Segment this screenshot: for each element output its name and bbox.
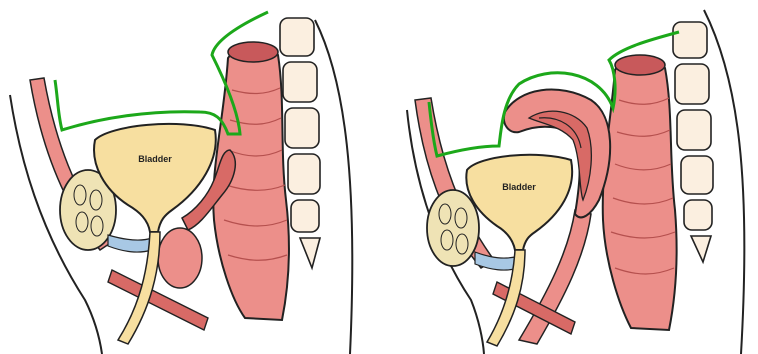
vertebra [280, 18, 314, 56]
rectum-opening [228, 42, 278, 62]
vertebra [677, 110, 711, 150]
vertebra [675, 64, 709, 104]
vertebra [285, 108, 319, 148]
bladder-label: Bladder [138, 154, 172, 164]
vertebral-column [673, 22, 713, 262]
coccyx [691, 236, 711, 262]
vertebra [283, 62, 317, 102]
pelvis-illustration-left: Bladder [0, 0, 379, 354]
sagittal-pelvis-left: Bladder [0, 0, 379, 354]
coccyx [300, 238, 320, 268]
vertebra [681, 156, 713, 194]
vertebra [684, 200, 712, 230]
vertebra [291, 200, 319, 232]
vertebra [673, 22, 707, 58]
bladder [466, 155, 572, 250]
pubic-symphysis [427, 190, 479, 266]
pelvis-illustration-right: Bladder [379, 0, 758, 354]
rectum-opening [615, 55, 665, 75]
sagittal-pelvis-right: Bladder [379, 0, 758, 354]
bladder-label: Bladder [502, 182, 536, 192]
pubovesical-ligament [108, 235, 152, 252]
prostate [158, 228, 202, 288]
vertebra [288, 154, 320, 194]
